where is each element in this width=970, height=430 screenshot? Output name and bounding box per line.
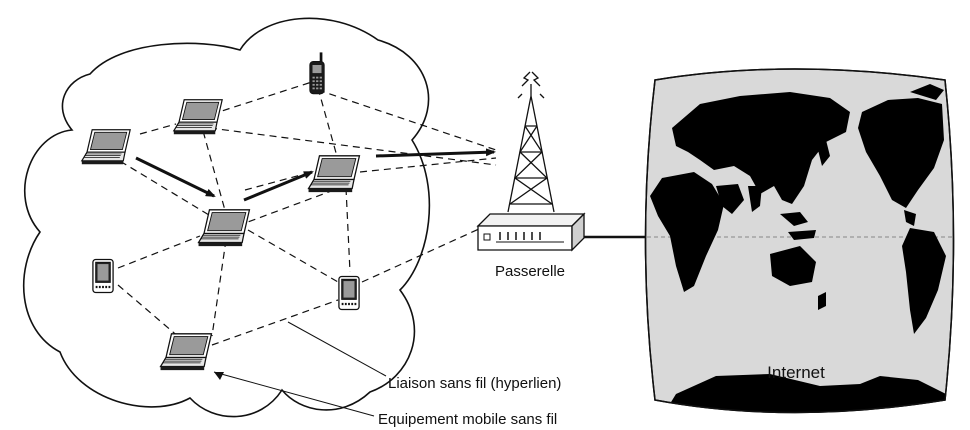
wireless-link-label: Liaison sans fil (hyperlien) xyxy=(388,375,561,392)
antenna-tower-icon xyxy=(507,71,555,213)
link xyxy=(117,284,181,339)
link xyxy=(211,239,227,337)
pda-icon xyxy=(338,275,360,311)
link xyxy=(199,79,319,119)
callout-mobile-equipment xyxy=(213,371,375,417)
gateway-router-icon xyxy=(476,212,586,252)
callout-arrowhead xyxy=(214,372,224,380)
link xyxy=(247,189,335,223)
internet-label: Internet xyxy=(767,363,825,382)
callout-wireless-link xyxy=(287,321,387,377)
data-flow-arrows xyxy=(135,148,496,202)
link xyxy=(109,154,215,219)
gateway-label: Passerelle xyxy=(495,263,565,280)
internet-world-map xyxy=(644,68,955,414)
pda-icon xyxy=(92,258,114,294)
flow-arrow xyxy=(135,156,216,198)
link xyxy=(117,235,201,269)
link xyxy=(317,87,339,161)
link xyxy=(359,157,497,173)
flow-arrow xyxy=(375,148,496,158)
mobile-equipment-label: Equipement mobile sans fil xyxy=(378,411,557,428)
link xyxy=(199,119,227,215)
flow-arrow xyxy=(243,170,314,202)
link xyxy=(247,229,339,283)
link xyxy=(139,123,177,135)
link xyxy=(209,127,497,166)
link xyxy=(345,187,351,273)
link xyxy=(211,299,339,346)
link xyxy=(317,89,497,151)
